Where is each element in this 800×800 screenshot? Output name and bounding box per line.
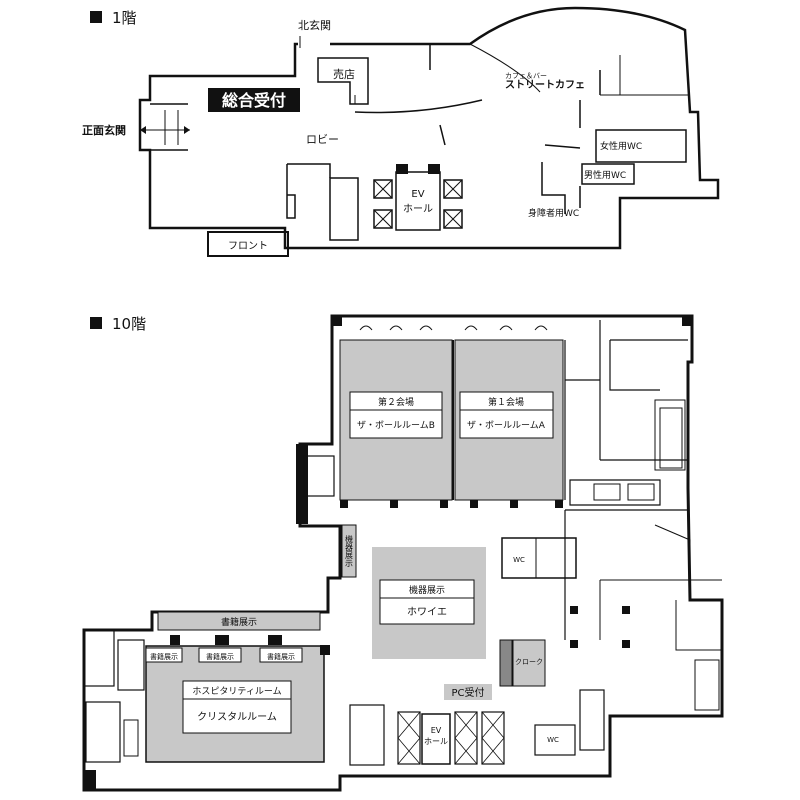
front-desk xyxy=(207,231,289,257)
front-label: フロント xyxy=(228,241,268,252)
books-2-label: 書籍展示 xyxy=(206,652,234,661)
book-exhibit-strip xyxy=(157,611,321,631)
accessible-wc-label: 身障者用WC xyxy=(528,207,579,219)
elevator-icons-1f xyxy=(373,179,463,229)
ev-label-1f-line2: ホール xyxy=(403,203,433,215)
ev-hall-1f xyxy=(395,171,441,231)
womens-wc-room xyxy=(595,129,687,163)
floor1-plan: 1階 総合受付 xyxy=(82,6,720,257)
floor10-outer-wall xyxy=(82,314,724,792)
main-entrance-arrow-icon xyxy=(140,126,190,134)
right-stairs-10f xyxy=(659,407,720,711)
left-stairs-10f xyxy=(85,701,139,763)
mens-wc-room xyxy=(581,163,635,185)
hospitality-name: クリスタルルーム xyxy=(197,711,277,723)
floor1-heading: 1階 xyxy=(112,9,137,27)
upper-left-stairs-10f xyxy=(303,455,335,497)
street-cafe-label: ストリートカフェ xyxy=(505,79,585,91)
equipment-title: 機器展示 xyxy=(409,584,445,596)
lobby-label: ロビー xyxy=(306,133,339,146)
equipment-side-badge xyxy=(341,524,357,578)
wc-a-label: WC xyxy=(513,556,525,564)
hospitality-title: ホスピタリティルーム xyxy=(192,686,281,697)
floor1-stairs xyxy=(329,177,359,241)
pc-reception-badge xyxy=(444,684,492,700)
floor10-heading: 10階 xyxy=(112,315,146,333)
main-entrance-doors xyxy=(150,103,188,151)
ev-label-10f-line2: ホール xyxy=(424,737,448,746)
equipment-side-label: 機器展示 xyxy=(345,534,354,567)
ev-label-1f-line1: EV xyxy=(411,189,424,200)
wc-room-a xyxy=(501,537,577,579)
wc-room-b xyxy=(534,724,576,756)
ev-hall-10f xyxy=(421,713,451,765)
books-1-label: 書籍展示 xyxy=(150,652,178,661)
foyer-label: ホワイエ xyxy=(407,606,447,618)
room1-name: ザ・ボールルームA xyxy=(467,420,546,431)
elevator-icons-10f xyxy=(397,711,505,765)
ballroom-pillars xyxy=(332,316,692,508)
cloak-label: クローク xyxy=(515,658,543,666)
room1-title: 第１会場 xyxy=(488,396,524,408)
floor1-outer-wall xyxy=(138,6,720,250)
reception-label: 総合受付 xyxy=(222,91,286,110)
books-3-label: 書籍展示 xyxy=(267,652,295,661)
shop-label: 売店 xyxy=(333,67,355,81)
room2-title: 第２会場 xyxy=(378,396,414,408)
shop-room xyxy=(317,57,369,105)
wc-b-label: WC xyxy=(547,736,559,744)
ev-label-10f-line1: EV xyxy=(431,726,442,735)
floor10-heading-square xyxy=(90,317,102,329)
womens-wc-label: 女性用WC xyxy=(600,140,642,152)
mens-wc-label: 男性用WC xyxy=(584,169,626,181)
books-main-label: 書籍展示 xyxy=(221,616,257,628)
floor1-heading-square xyxy=(90,11,102,23)
main-entrance-label: 正面玄関 xyxy=(82,123,126,137)
floor10-plan xyxy=(82,314,724,792)
north-entrance-label: 北玄関 xyxy=(298,18,331,32)
room2-name: ザ・ボールルームB xyxy=(357,420,435,431)
floor10-pillars xyxy=(84,444,630,790)
cafe-bar-label: カフェ＆バー xyxy=(505,72,547,80)
reception-badge xyxy=(208,88,300,112)
pc-reception-label: PC受付 xyxy=(451,686,484,699)
cloak-room xyxy=(512,639,546,687)
ballroom-top-doors xyxy=(359,325,548,331)
